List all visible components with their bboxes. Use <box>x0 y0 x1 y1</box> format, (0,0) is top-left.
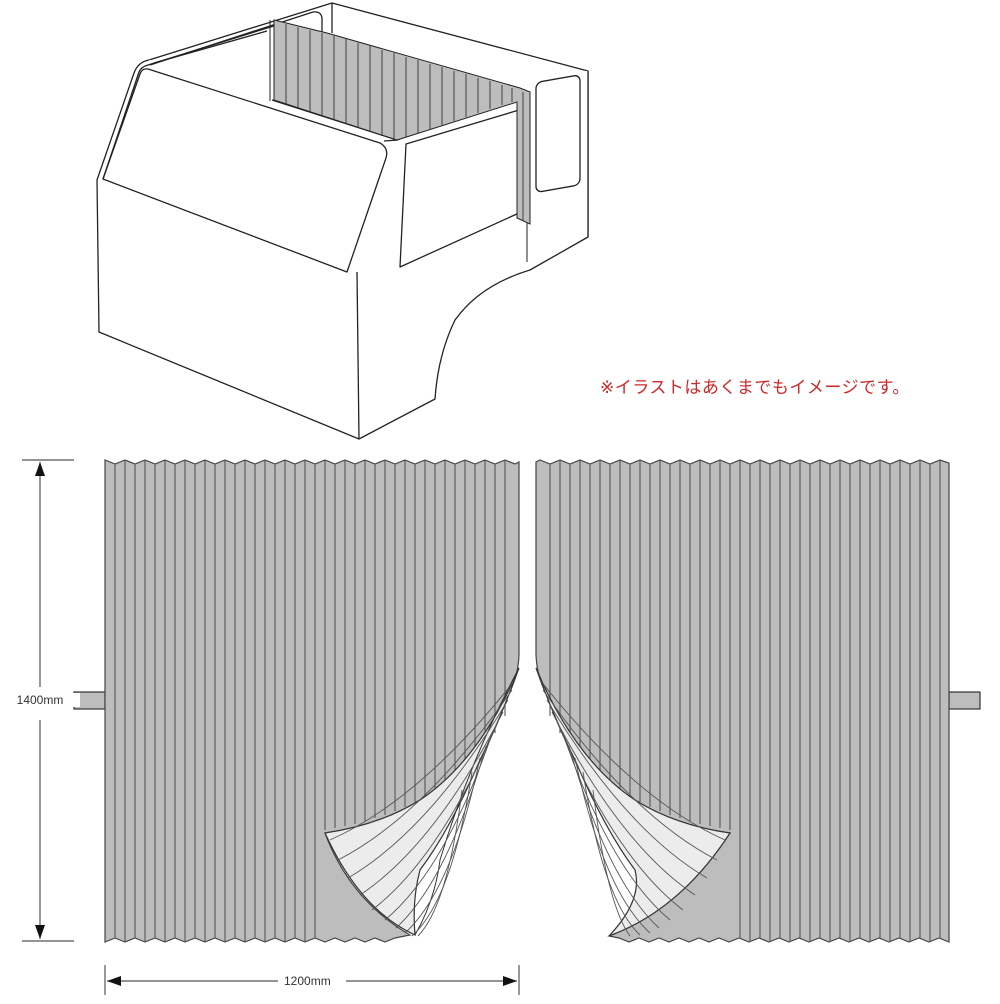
left-curtain-panel <box>104 459 520 943</box>
right-curtain-panel <box>535 459 950 943</box>
height-dimension <box>22 459 74 942</box>
width-dimension <box>104 965 520 995</box>
cab-curtain-illustration <box>273 19 531 225</box>
illustration-disclaimer-note: ※イラストはあくまでもイメージです。 <box>600 378 910 398</box>
height-dimension-label: 1400mm <box>0 693 80 707</box>
width-dimension-label: 1200mm <box>282 974 333 988</box>
right-curtain-tab <box>948 691 981 710</box>
